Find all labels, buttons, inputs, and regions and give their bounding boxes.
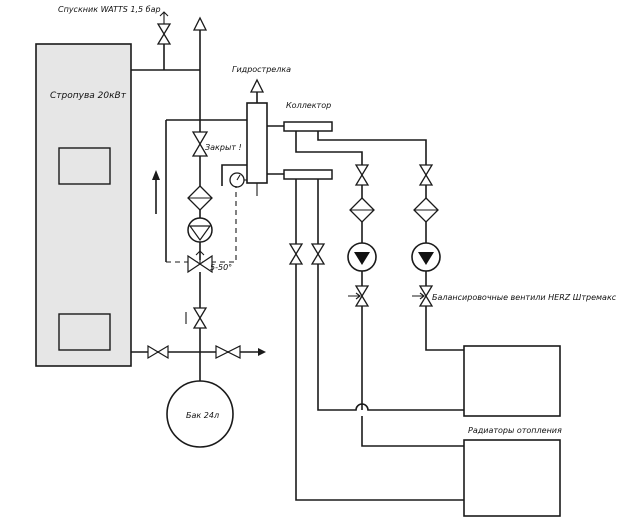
boiler-pump: [187, 217, 213, 260]
radiators-label: Радиаторы отопления: [468, 426, 562, 435]
pump-group-2: Балансировочные вентили HERZ Штремакс: [411, 164, 617, 351]
return-filter: [187, 185, 213, 218]
expansion-tank: Бак 24л: [166, 380, 234, 448]
collector-label: Коллектор: [286, 101, 331, 110]
return-line: [152, 119, 247, 262]
drain-valve-icon: [215, 345, 230, 359]
supply-circuits: [295, 131, 427, 165]
closed-valve-label: Закрыт !: [205, 143, 242, 152]
flow-arrow-icon: [152, 170, 160, 180]
boiler-lower-panel: [58, 313, 111, 351]
hydraulic-separator: Гидрострелка: [232, 65, 291, 196]
temp-range-label: 5-50°: [210, 263, 232, 272]
radiator-1: [463, 345, 561, 417]
safety-valve-label: Спускник WATTS 1,5 бар: [58, 5, 161, 14]
collector: Коллектор: [267, 101, 333, 180]
tank-valve: [185, 307, 208, 382]
radiator-2: [463, 439, 561, 517]
boiler-label: Стропува 20кВт: [50, 91, 127, 101]
air-vent-icon: [192, 16, 208, 31]
drain-arrow-icon: [258, 348, 266, 356]
thermometer: [229, 172, 247, 188]
collector-return-bar: [283, 169, 333, 180]
boiler-return: [131, 344, 266, 360]
hydro-arrow-label: Гидрострелка: [232, 65, 291, 74]
return-circuits: [288, 179, 464, 501]
tank-label: Бак 24л: [186, 411, 219, 420]
closed-valve: Закрыт !: [191, 131, 242, 157]
separator-vent-icon: [249, 78, 265, 93]
balancing-valves-label: Балансировочные вентили HERZ Штремакс: [432, 293, 617, 302]
collector-supply-bar: [283, 121, 333, 132]
safety-valve: Спускник WATTS 1,5 бар: [58, 5, 172, 45]
boiler-upper-panel: [58, 147, 111, 185]
supply-line: [131, 16, 208, 140]
boiler: Стропува 20кВт: [35, 43, 132, 367]
pump-group-1: [347, 164, 377, 410]
three-way-valve: 5-50°: [166, 186, 237, 308]
